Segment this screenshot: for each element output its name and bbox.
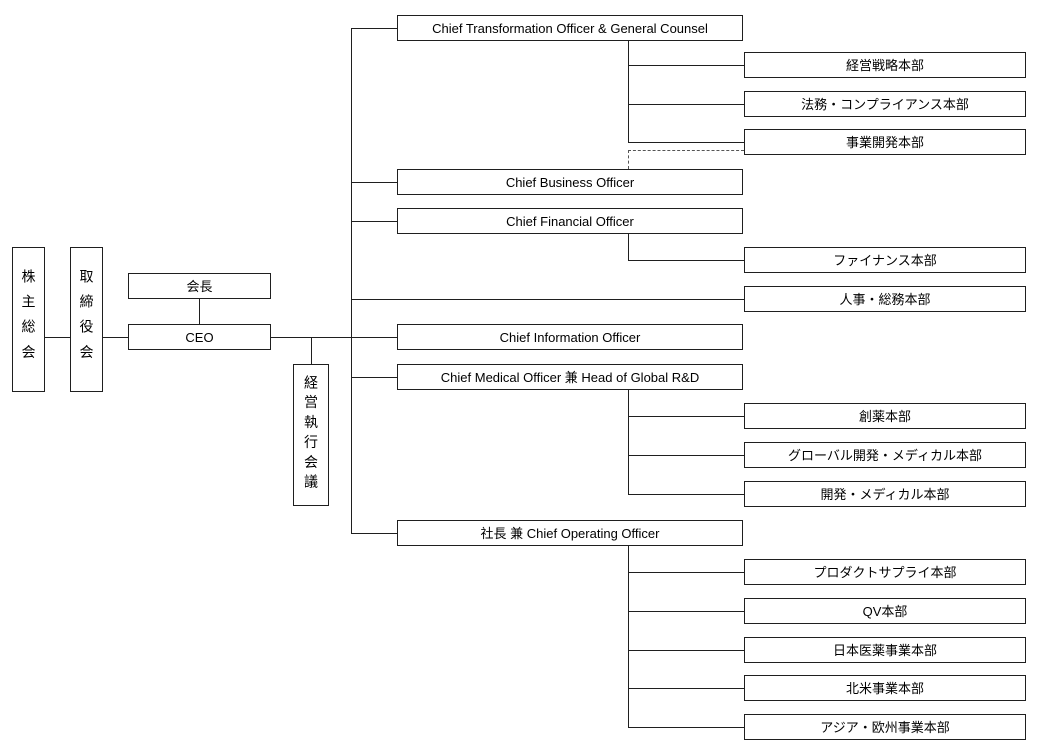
node-management-executive-committee: 経営執行会議 [293, 364, 329, 506]
connector-spine-cto [351, 28, 397, 29]
node-chief-medical-officer: Chief Medical Officer 兼 Head of Global R… [397, 364, 743, 390]
node-chief-financial-officer: Chief Financial Officer [397, 208, 743, 234]
node-drug-discovery: 創薬本部 [744, 403, 1026, 429]
connector-spine-cbo [351, 182, 397, 183]
node-ceo: CEO [128, 324, 271, 350]
connector-ceo-cio [271, 337, 397, 338]
node-product-supply: プロダクトサプライ本部 [744, 559, 1026, 585]
connector-chairman-ceo [199, 299, 200, 324]
connector-coo-asia-europe [628, 727, 744, 728]
connector-coo-qv [628, 611, 744, 612]
node-shareholders-meeting: 株主総会 [12, 247, 45, 392]
node-hr-general-affairs: 人事・総務本部 [744, 286, 1026, 312]
node-finance-division: ファイナンス本部 [744, 247, 1026, 273]
node-dev-medical: 開発・メディカル本部 [744, 481, 1026, 507]
connector-dashed-cbo-business-development-h [628, 150, 744, 151]
node-business-development: 事業開発本部 [744, 129, 1026, 155]
connector-coo-product-supply [628, 572, 744, 573]
connector-main-spine [351, 28, 352, 533]
connector-cto-business-development [628, 142, 744, 143]
connector-cfo-finance [628, 260, 744, 261]
connector-spine-cfo [351, 221, 397, 222]
node-chief-information-officer: Chief Information Officer [397, 324, 743, 350]
connector-dashed-cbo-business-development-v [628, 150, 629, 169]
connector-spine-cmo [351, 377, 397, 378]
connector-cmo-drug-discovery [628, 416, 744, 417]
connector-cto-corporate-strategy [628, 65, 744, 66]
connector-cmo-dev-medical [628, 494, 744, 495]
connector-spine-hr-general-affairs [351, 299, 744, 300]
node-global-dev-medical: グローバル開発・メディカル本部 [744, 442, 1026, 468]
node-corporate-strategy: 経営戦略本部 [744, 52, 1026, 78]
connector-coo-japan-pharma [628, 650, 744, 651]
node-board-of-directors: 取締役会 [70, 247, 103, 392]
node-legal-compliance: 法務・コンプライアンス本部 [744, 91, 1026, 117]
connector-cto-legal-compliance [628, 104, 744, 105]
connector-cmo-subspine [628, 390, 629, 494]
node-chief-business-officer: Chief Business Officer [397, 169, 743, 195]
connector-shareholders-board [45, 337, 70, 338]
connector-cfo-subspine [628, 234, 629, 260]
node-chairman: 会長 [128, 273, 271, 299]
node-asia-europe-business: アジア・欧州事業本部 [744, 714, 1026, 740]
connector-ceo-management-executive-committee [311, 337, 312, 364]
connector-board-ceo [103, 337, 128, 338]
node-president-coo: 社長 兼 Chief Operating Officer [397, 520, 743, 546]
node-cto-general-counsel: Chief Transformation Officer & General C… [397, 15, 743, 41]
connector-coo-north-america [628, 688, 744, 689]
node-north-america-business: 北米事業本部 [744, 675, 1026, 701]
node-qv-division: QV本部 [744, 598, 1026, 624]
connector-coo-subspine [628, 546, 629, 727]
connector-cmo-global-dev-medical [628, 455, 744, 456]
connector-cto-subspine [628, 41, 629, 142]
connector-spine-coo [351, 533, 397, 534]
node-japan-pharma-business: 日本医薬事業本部 [744, 637, 1026, 663]
